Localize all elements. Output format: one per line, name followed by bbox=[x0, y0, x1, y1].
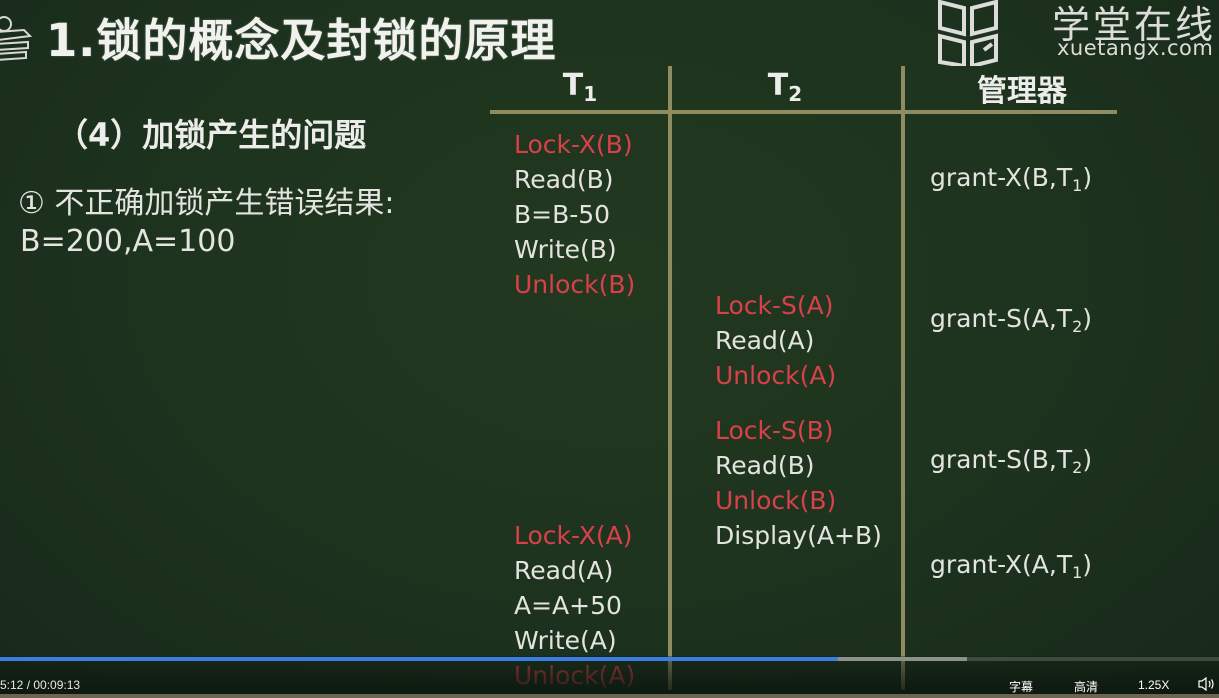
t2-op: Display(A+B) bbox=[715, 521, 882, 550]
xuetangx-logo-icon bbox=[938, 0, 998, 66]
t1-op: Read(A) bbox=[514, 556, 614, 585]
manager-grant: grant-X(B,T1) bbox=[930, 163, 1093, 195]
speed-button[interactable]: 1.25X bbox=[1138, 678, 1170, 692]
manager-grant: grant-S(A,T2) bbox=[930, 304, 1093, 336]
manager-grant: grant-S(B,T2) bbox=[930, 445, 1093, 477]
window-bottom-edge bbox=[0, 694, 1219, 698]
initial-values: B=200,A=100 bbox=[20, 224, 236, 259]
t2-op: Lock-S(A) bbox=[715, 291, 834, 320]
speaker-icon[interactable] bbox=[1197, 677, 1215, 691]
t2-op: Lock-S(B) bbox=[715, 416, 834, 445]
column-divider-t1-t2 bbox=[668, 66, 672, 690]
header-t1: T1 bbox=[562, 68, 598, 106]
logo-name-cn: 学堂在线 bbox=[1052, 3, 1217, 47]
t2-op: Read(A) bbox=[715, 326, 815, 355]
t1-op: Unlock(B) bbox=[514, 270, 636, 299]
t1-op: Lock-X(B) bbox=[514, 130, 633, 159]
book-stack-icon bbox=[0, 16, 33, 61]
column-divider-t2-manager bbox=[901, 66, 905, 690]
t1-op: Read(B) bbox=[514, 165, 614, 194]
t1-op: B=B-50 bbox=[514, 200, 611, 229]
t2-op: Unlock(A) bbox=[715, 361, 837, 390]
section-subtitle: （4）加锁产生的问题 bbox=[56, 116, 367, 154]
manager-grant: grant-X(A,T1) bbox=[930, 550, 1093, 582]
quality-button[interactable]: 高清 bbox=[1074, 680, 1099, 694]
xuetangx-logo: 学堂在线 xuetangx.com bbox=[930, 0, 1219, 66]
player-control-bar bbox=[0, 656, 1219, 698]
slide-title: 1.锁的概念及封锁的原理 bbox=[46, 14, 557, 67]
t2-op: Unlock(B) bbox=[715, 486, 837, 515]
t1-op: Write(A) bbox=[514, 626, 617, 655]
table-header-rule bbox=[490, 110, 1117, 114]
t2-op: Read(B) bbox=[715, 451, 815, 480]
header-t2: T2 bbox=[767, 68, 803, 106]
t1-op: A=A+50 bbox=[514, 591, 622, 620]
problem-point: ① 不正确加锁产生错误结果: bbox=[18, 186, 395, 221]
progress-played[interactable] bbox=[0, 657, 838, 661]
subtitles-button[interactable]: 字幕 bbox=[1009, 680, 1034, 694]
t1-op: Write(B) bbox=[514, 235, 617, 264]
logo-name-en: xuetangx.com bbox=[1057, 36, 1214, 60]
t1-op: Lock-X(A) bbox=[514, 521, 633, 550]
header-manager: 管理器 bbox=[977, 74, 1067, 109]
playback-time: 5:12 / 00:09:13 bbox=[0, 678, 81, 692]
